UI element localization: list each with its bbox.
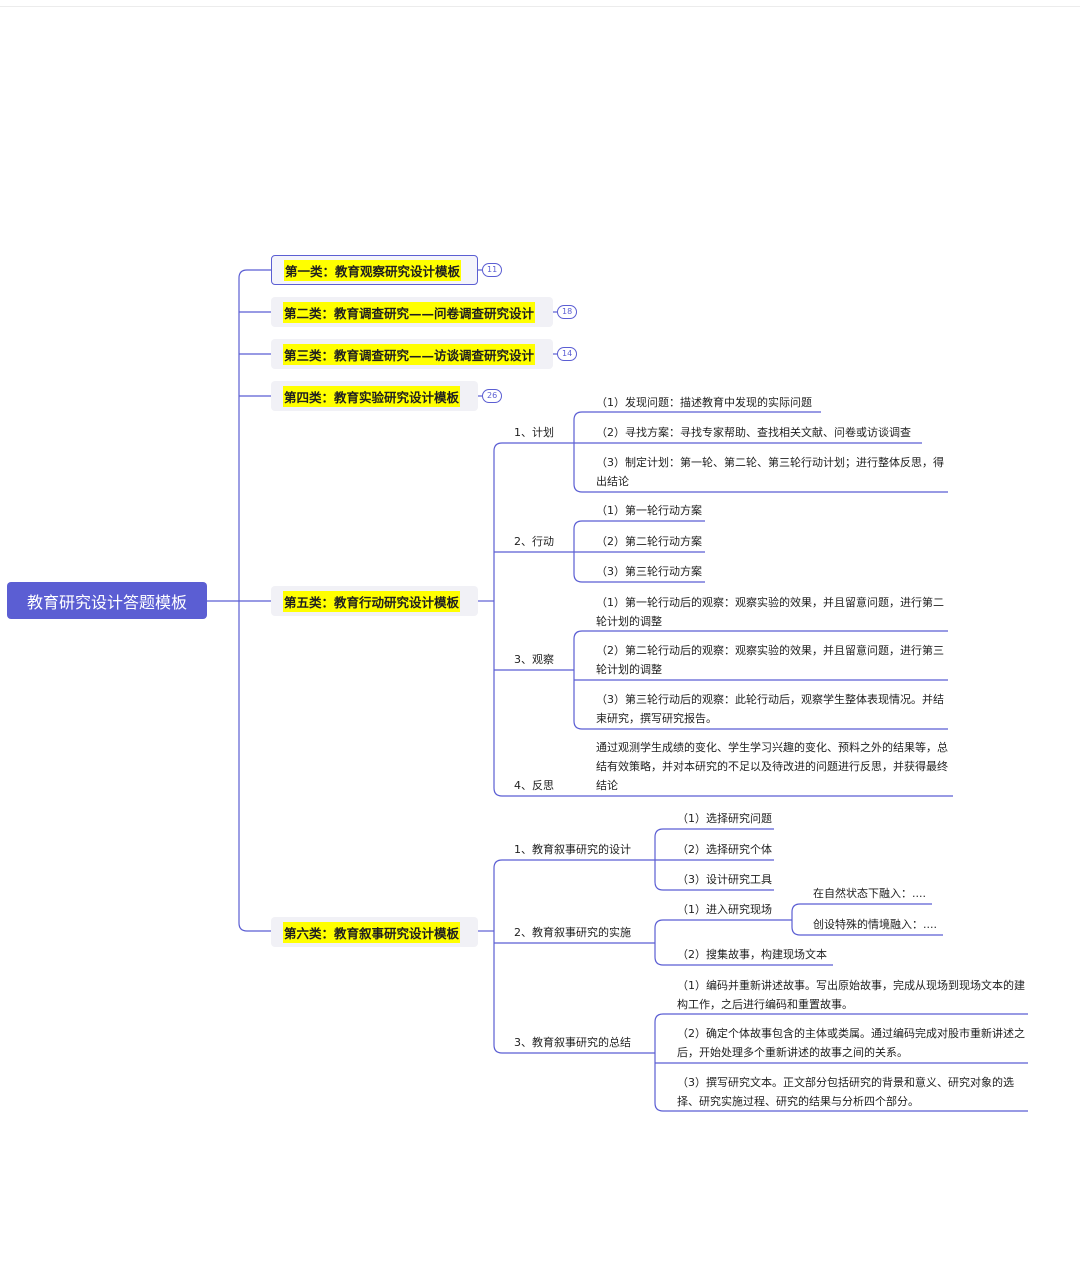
- observe-item-1[interactable]: （1）第一轮行动后的观察：观察实验的效果，并且留意问题，进行第二轮计划的调整: [596, 596, 944, 628]
- summary-item-2[interactable]: （2）确定个体故事包含的主体或类属。通过编码完成对股市重新讲述之后，开始处理多个…: [677, 1027, 1025, 1059]
- design-item-2[interactable]: （2）选择研究个体: [677, 843, 772, 856]
- category-3-label: 第三类：教育调查研究——访谈调查研究设计: [283, 343, 536, 365]
- action-item-2[interactable]: （2）第二轮行动方案: [596, 535, 702, 548]
- action-item-3[interactable]: （3）第三轮行动方案: [596, 565, 702, 578]
- enter-item-1[interactable]: 在自然状态下融入：....: [813, 887, 926, 900]
- action-item-1[interactable]: （1）第一轮行动方案: [596, 504, 702, 517]
- category-6-node[interactable]: 第六类：教育叙事研究设计模板: [271, 917, 478, 947]
- summary-item-1[interactable]: （1）编码并重新讲述故事。写出原始故事，完成从现场到现场文本的建构工作，之后进行…: [677, 979, 1025, 1011]
- category-5-label: 第五类：教育行动研究设计模板: [283, 590, 461, 612]
- branch-observe[interactable]: 3、观察: [514, 653, 554, 666]
- implement-enter-field[interactable]: （1）进入研究现场: [677, 903, 772, 916]
- category-2-node[interactable]: 第二类：教育调查研究——问卷调查研究设计: [271, 297, 553, 327]
- plan-item-1[interactable]: （1）发现问题：描述教育中发现的实际问题: [596, 396, 812, 409]
- summary-item-3[interactable]: （3）撰写研究文本。正文部分包括研究的背景和意义、研究对象的选择、研究实施过程、…: [677, 1076, 1014, 1108]
- reflect-text[interactable]: 通过观测学生成绩的变化、学生学习兴趣的变化、预料之外的结果等，总结有效策略，并对…: [596, 741, 948, 792]
- branch-action[interactable]: 2、行动: [514, 535, 554, 548]
- category-1-label: 第一类：教育观察研究设计模板: [284, 259, 462, 281]
- category-1-node[interactable]: 第一类：教育观察研究设计模板: [271, 255, 478, 285]
- category-1-count-badge[interactable]: 11: [482, 263, 503, 277]
- branch-plan[interactable]: 1、计划: [514, 426, 554, 439]
- category-2-count-badge[interactable]: 18: [557, 305, 578, 319]
- branch-narrative-design[interactable]: 1、教育叙事研究的设计: [514, 843, 631, 856]
- root-label: 教育研究设计答题模板: [26, 592, 187, 612]
- category-4-label: 第四类：教育实验研究设计模板: [283, 385, 461, 407]
- branch-narrative-implement[interactable]: 2、教育叙事研究的实施: [514, 926, 631, 939]
- category-2-label: 第二类：教育调查研究——问卷调查研究设计: [283, 301, 536, 323]
- plan-item-3[interactable]: （3）制定计划：第一轮、第二轮、第三轮行动计划；进行整体反思，得出结论: [596, 456, 944, 488]
- observe-item-2[interactable]: （2）第二轮行动后的观察：观察实验的效果，并且留意问题，进行第三轮计划的调整: [596, 644, 944, 676]
- design-item-1[interactable]: （1）选择研究问题: [677, 812, 772, 825]
- observe-item-3[interactable]: （3）第三轮行动后的观察：此轮行动后，观察学生整体表现情况。并结束研究，撰写研究…: [596, 693, 944, 725]
- branch-reflect[interactable]: 4、反思: [514, 779, 554, 792]
- enter-item-2[interactable]: 创设特殊的情境融入：....: [813, 918, 937, 931]
- category-3-node[interactable]: 第三类：教育调查研究——访谈调查研究设计: [271, 339, 553, 369]
- implement-collect-stories[interactable]: （2）搜集故事，构建现场文本: [677, 948, 827, 961]
- category-4-count-badge[interactable]: 26: [482, 389, 503, 403]
- plan-item-2[interactable]: （2）寻找方案：寻找专家帮助、查找相关文献、问卷或访谈调查: [596, 426, 911, 439]
- category-5-node[interactable]: 第五类：教育行动研究设计模板: [271, 586, 478, 616]
- root-node[interactable]: 教育研究设计答题模板: [7, 582, 207, 619]
- design-item-3[interactable]: （3）设计研究工具: [677, 873, 772, 886]
- category-4-node[interactable]: 第四类：教育实验研究设计模板: [271, 381, 478, 411]
- branch-narrative-summary[interactable]: 3、教育叙事研究的总结: [514, 1036, 631, 1049]
- top-divider: [0, 6, 1080, 7]
- category-3-count-badge[interactable]: 14: [557, 347, 578, 361]
- category-6-label: 第六类：教育叙事研究设计模板: [283, 921, 461, 943]
